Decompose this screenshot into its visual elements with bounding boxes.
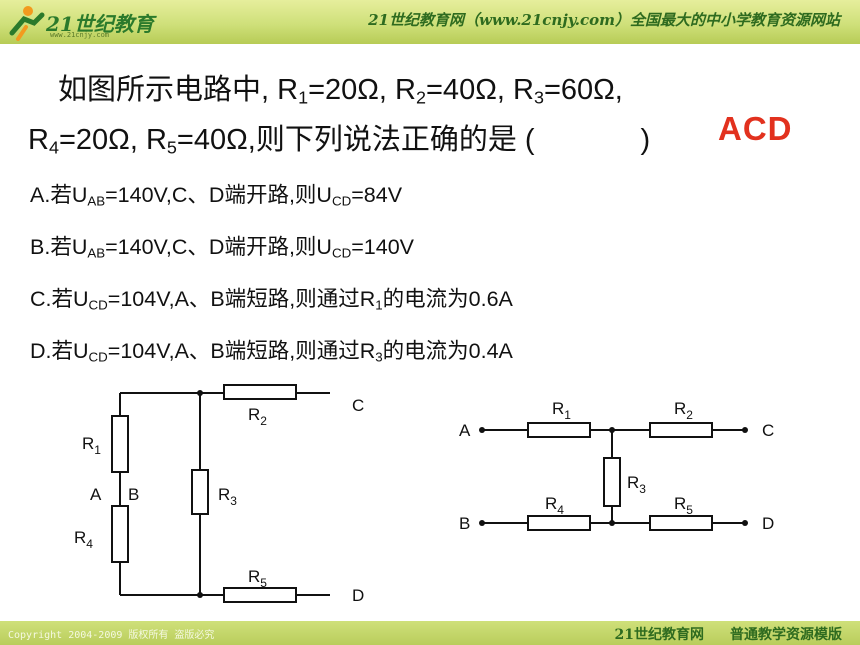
question-line-2: R4=20Ω, R5=40Ω,则下列说法正确的是 () — [28, 124, 651, 158]
option-d[interactable]: D.若UCD=104V,A、B端短路,则通过R3的电流为0.4A — [30, 339, 513, 365]
header-bar: 21世纪教育 www.21cnjy.com 21世纪教育网（www.21cnjy… — [0, 0, 860, 44]
runner-icon — [9, 6, 45, 41]
right-label-r1: R1 — [552, 399, 571, 422]
left-label-r4: R4 — [74, 528, 93, 551]
resistor-r5 — [223, 587, 297, 603]
right-terminal-d: D — [762, 514, 774, 533]
resistor-r4 — [111, 505, 129, 563]
footer-site[interactable]: 21世纪教育网 — [614, 627, 704, 643]
circuit-diagrams: C D A B R1 R4 R3 R2 R5 A B C D R1 R2 R3 … — [74, 384, 774, 605]
left-terminal-a: A — [90, 485, 102, 504]
left-label-r2: R2 — [248, 405, 267, 428]
left-terminal-c: C — [352, 396, 364, 415]
question-line-1: 如图所示电路中, R1=20Ω, R2=40Ω, R3=60Ω, — [58, 74, 623, 108]
logo-text: 21世纪教育 — [46, 12, 154, 36]
logo-url: www.21cnjy.com — [50, 31, 110, 39]
option-c[interactable]: C.若UCD=104V,A、B端短路,则通过R1的电流为0.6A — [30, 287, 513, 313]
copyright-text: Copyright 2004-2009 版权所有 盗版必究 — [8, 630, 215, 641]
right-label-r3: R3 — [627, 473, 646, 496]
resistor-r2 — [223, 384, 297, 400]
left-label-r1: R1 — [82, 434, 101, 457]
footer-links: 21世纪教育网 普通教学资源模版 — [589, 624, 842, 644]
header-slogan: 21世纪教育网（www.21cnjy.com）全国最大的中小学教育资源网站 — [368, 11, 840, 29]
left-label-r3: R3 — [218, 485, 237, 508]
option-a[interactable]: A.若UAB=140V,C、D端开路,则UCD=84V — [30, 183, 403, 209]
left-terminal-b: B — [128, 485, 139, 504]
right-circuit — [482, 422, 745, 531]
left-terminal-d: D — [352, 586, 364, 605]
resistor-r2 — [649, 422, 713, 438]
footer-template[interactable]: 普通教学资源模版 — [730, 627, 842, 643]
left-label-r5: R5 — [248, 567, 267, 590]
footer-bar: Copyright 2004-2009 版权所有 盗版必究 21世纪教育网 普通教… — [0, 621, 860, 645]
option-b[interactable]: B.若UAB=140V,C、D端开路,则UCD=140V — [30, 235, 414, 261]
resistor-r5 — [649, 515, 713, 531]
resistor-r1 — [111, 415, 129, 473]
left-circuit — [111, 384, 330, 603]
right-label-r5: R5 — [674, 494, 693, 517]
right-terminal-b: B — [459, 514, 470, 533]
right-terminal-c: C — [762, 421, 774, 440]
resistor-r3 — [603, 457, 621, 507]
answer-label: ACD — [718, 110, 793, 147]
right-label-r2: R2 — [674, 399, 693, 422]
right-label-r4: R4 — [545, 494, 564, 517]
resistor-r4 — [527, 515, 591, 531]
resistor-r3 — [191, 469, 209, 515]
site-logo[interactable]: 21世纪教育 www.21cnjy.com — [6, 3, 156, 41]
resistor-r1 — [527, 422, 591, 438]
right-terminal-a: A — [459, 421, 471, 440]
